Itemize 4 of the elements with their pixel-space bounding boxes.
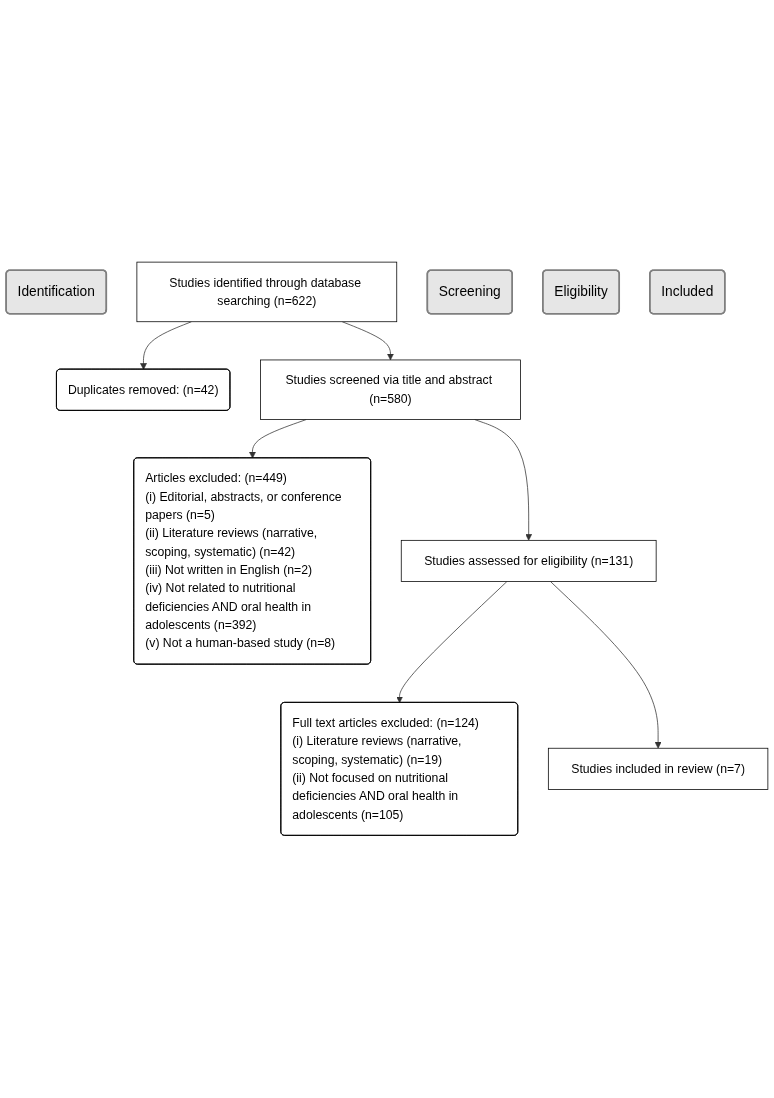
node-box: Studies identified through database searching (n=622) bbox=[136, 262, 398, 323]
node-box: Studies screened via title and abstract (n=580) bbox=[260, 359, 521, 421]
node-box: Studies assessed for eligibility (n=131) bbox=[400, 540, 657, 583]
node-box: Studies included in review (n=7) bbox=[547, 748, 769, 791]
